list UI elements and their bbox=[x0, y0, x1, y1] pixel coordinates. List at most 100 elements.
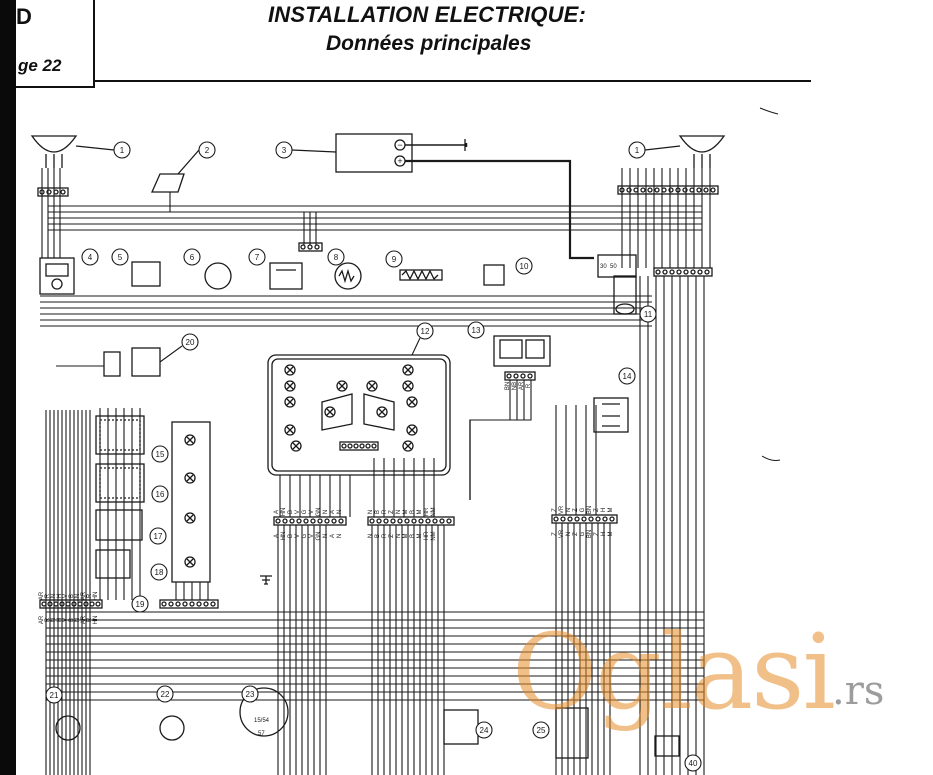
code-14-b-1: VR bbox=[559, 529, 565, 538]
connector-headlamp-right-pin bbox=[689, 187, 695, 193]
connector-14-pin bbox=[567, 516, 573, 522]
callout-circle-21 bbox=[45, 686, 63, 704]
switch-14-contacts bbox=[602, 403, 620, 427]
dash-lamp-1-x2 bbox=[286, 382, 294, 390]
gauge-8-coil bbox=[338, 268, 355, 284]
unit-13 bbox=[493, 335, 551, 367]
callout-label-10: 10 bbox=[520, 262, 529, 271]
code-14-5: BN bbox=[587, 506, 593, 514]
callout-circle-14 bbox=[618, 367, 636, 385]
regulator-box bbox=[39, 257, 75, 295]
connector-fuse-pin bbox=[210, 601, 216, 607]
page-subtitle: Données principales bbox=[326, 32, 532, 55]
connector-top-mid-pin bbox=[300, 244, 306, 250]
code-left-5: B bbox=[69, 594, 75, 598]
relay-17 bbox=[95, 509, 143, 541]
connector-headlamp-right-pin bbox=[633, 187, 639, 193]
corner-glyph: D bbox=[16, 4, 32, 29]
regulator-inner bbox=[45, 263, 69, 277]
code-12-right-8: HR bbox=[424, 507, 430, 516]
horn-body bbox=[150, 173, 185, 193]
connector-headlamp-right-pin bbox=[668, 187, 674, 193]
callout-label-24: 24 bbox=[480, 726, 489, 735]
connector-top-mid-pin bbox=[307, 244, 313, 250]
connector-13-pin bbox=[520, 373, 526, 379]
lamp-21 bbox=[55, 715, 81, 741]
code-14-1: VR bbox=[559, 505, 565, 514]
dash-lamp-0-x2 bbox=[286, 366, 294, 374]
code-12-left-b-0: A bbox=[274, 534, 280, 538]
callout-label-11: 11 bbox=[644, 310, 653, 319]
dash-lamp-5-x2 bbox=[338, 382, 346, 390]
dash-lamp-12-x2 bbox=[326, 408, 334, 416]
connector-14-pin bbox=[588, 516, 594, 522]
code-12-left-7: N bbox=[323, 510, 329, 514]
code-left-9: HN bbox=[93, 592, 99, 601]
code-left-b-0: AR bbox=[39, 615, 45, 624]
unit-13-left bbox=[499, 339, 523, 359]
battery-neg bbox=[394, 139, 406, 151]
code-12-left-1: HN bbox=[281, 508, 287, 517]
code-13-3: R bbox=[526, 383, 532, 388]
sender-20 bbox=[131, 347, 161, 377]
code-14-b-2: N bbox=[566, 532, 572, 536]
connector-headlamp-left-pin bbox=[46, 189, 52, 195]
dash-lamp-5 bbox=[336, 380, 348, 392]
connector-13-pin bbox=[527, 373, 533, 379]
callout-label-40: 40 bbox=[689, 759, 698, 768]
gauge-8 bbox=[334, 262, 362, 290]
sensor-5-box bbox=[131, 261, 161, 287]
connector-12-left-pin bbox=[324, 518, 330, 524]
column-lamp-3 bbox=[184, 556, 196, 568]
callout-label-6: 6 bbox=[190, 253, 195, 262]
callout-label-3: 3 bbox=[282, 146, 287, 155]
ignition-terminal-15: 15/54 bbox=[254, 718, 270, 724]
dash-lamp-4 bbox=[290, 440, 302, 452]
callout-label-12: 12 bbox=[421, 327, 430, 336]
callout-circle-8 bbox=[327, 248, 345, 266]
headlamp-left bbox=[30, 135, 78, 153]
connector-headlamp-right-pin bbox=[647, 187, 653, 193]
callout-circle-19 bbox=[131, 595, 149, 613]
starter-end bbox=[615, 303, 635, 315]
code-12-left-5: V bbox=[309, 510, 315, 514]
switch-16-inner bbox=[99, 467, 141, 499]
connector-dashboard-pin bbox=[371, 443, 377, 449]
connector-headlamp-right-pin bbox=[703, 187, 709, 193]
connector-headlamp-left-pin bbox=[60, 189, 66, 195]
code-12-right-b-8: HR bbox=[424, 531, 430, 540]
code-left-b-3: H bbox=[57, 618, 63, 622]
connector-12-left-pin bbox=[310, 518, 316, 524]
column-lamp-3-x2 bbox=[186, 558, 194, 566]
callout-circle-1b bbox=[628, 141, 646, 159]
code-12-right-2: R bbox=[382, 509, 388, 514]
connector-12-right-pin bbox=[439, 518, 445, 524]
connector-12-right-pin bbox=[411, 518, 417, 524]
connector-headlamp-right-pin bbox=[619, 187, 625, 193]
callout-circle-23 bbox=[241, 685, 259, 703]
connector-14-pin bbox=[553, 516, 559, 522]
battery-minus-label: − bbox=[397, 140, 402, 150]
callout-circle-17 bbox=[149, 527, 167, 545]
code-12-right-6: B bbox=[410, 510, 416, 514]
callout-circle-16 bbox=[151, 485, 169, 503]
connector-left-pin bbox=[59, 601, 65, 607]
relay-10 bbox=[483, 264, 505, 286]
callout-circle-11 bbox=[639, 305, 657, 323]
code-left-7: AR bbox=[81, 591, 87, 600]
header-rule bbox=[93, 80, 811, 82]
connector-fuse-pin bbox=[196, 601, 202, 607]
dash-lamp-2-x2 bbox=[286, 398, 294, 406]
connector-dashboard bbox=[339, 441, 379, 451]
connector-left-pin bbox=[95, 601, 101, 607]
connector-fuse-pin bbox=[203, 601, 209, 607]
connector-14-pin bbox=[560, 516, 566, 522]
callout-circle-4 bbox=[81, 248, 99, 266]
connector-12-right-pin bbox=[376, 518, 382, 524]
dash-gauge-right bbox=[363, 393, 395, 431]
connector-headlamp-right-pin bbox=[654, 187, 660, 193]
code-left-b-5: B bbox=[69, 618, 75, 622]
connector-right-upper-pin bbox=[683, 269, 689, 275]
dash-lamp-0 bbox=[284, 364, 296, 376]
connector-left-pin bbox=[53, 601, 59, 607]
